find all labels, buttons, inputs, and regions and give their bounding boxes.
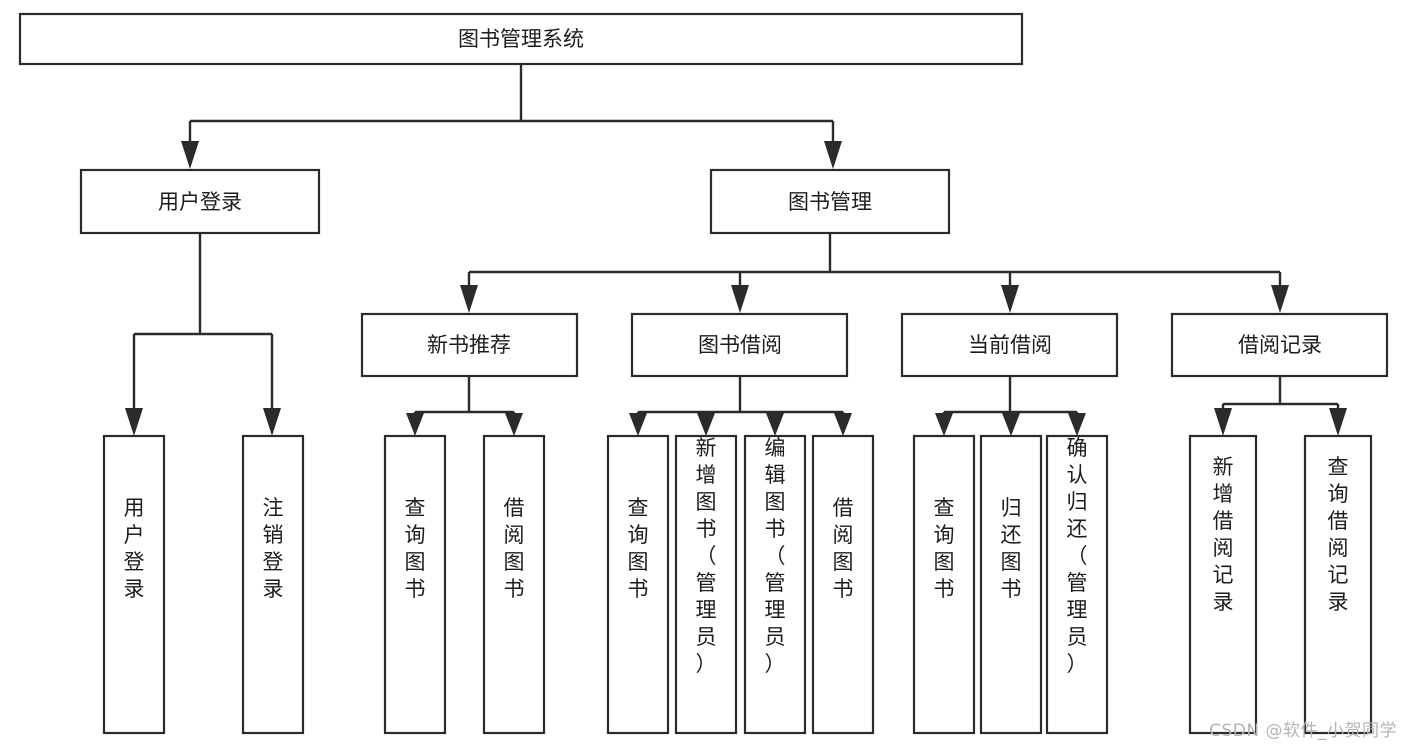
connector-book-management-to-level2 [460, 233, 1289, 313]
leaf-query-book-1-box [383, 434, 447, 735]
node-root-label: 图书管理系统 [458, 27, 584, 51]
connector-user-login-to-leaves [125, 233, 281, 436]
leaf-return-book-label: 归还图书 [1001, 496, 1022, 601]
node-current-borrow-label: 当前借阅 [968, 333, 1052, 357]
node-new-book-recommend-label: 新书推荐 [427, 333, 511, 357]
leaf-user-login-label: 用户登录 [124, 496, 145, 601]
leaf-borrow-book-1-box [482, 434, 546, 735]
leaf-query-record-label: 查询借阅记录 [1328, 455, 1349, 614]
node-current-borrow[interactable]: 当前借阅 [900, 312, 1119, 378]
node-user-login-box [79, 168, 321, 235]
leaf-borrow-book-1-label: 借阅图书 [504, 496, 525, 601]
node-current-borrow-box [900, 312, 1119, 378]
leaf-add-book-label: 新增图书（管理员） [696, 436, 717, 676]
leaf-query-book-1-label: 查询图书 [405, 496, 426, 601]
leaf-add-record-label: 新增借阅记录 [1213, 455, 1234, 614]
leaf-query-book-2-label: 查询图书 [628, 496, 649, 601]
node-borrow-record-label: 借阅记录 [1238, 333, 1322, 357]
leaf-user-login[interactable]: 用户登录 [102, 434, 166, 735]
leaf-confirm-return-label: 确认归还（管理员） [1067, 436, 1088, 676]
leaf-edit-book-box [743, 434, 807, 735]
node-book-borrow-label: 图书借阅 [698, 333, 782, 357]
leaf-confirm-return[interactable]: 确认归还（管理员） [1045, 434, 1109, 735]
connector-borrow-record-to-leaves [1214, 376, 1347, 436]
leaf-query-record[interactable]: 查询借阅记录 [1303, 434, 1373, 735]
connector-book-borrow-to-leaves [629, 376, 852, 436]
node-book-borrow[interactable]: 图书借阅 [630, 312, 849, 378]
node-root-box [18, 12, 1024, 66]
leaf-borrow-book-2-box [811, 434, 875, 735]
leaf-logout-login[interactable]: 注销登录 [241, 434, 305, 735]
leaf-borrow-book-2-label: 借阅图书 [833, 496, 854, 601]
csdn-watermark: CSDN @软件_小贺同学 [1209, 721, 1397, 741]
leaf-query-book-3-label: 查询图书 [934, 496, 955, 601]
leaf-logout-login-label: 注销登录 [263, 496, 284, 601]
leaf-user-login-box [102, 434, 166, 735]
leaf-add-book[interactable]: 新增图书（管理员） [674, 434, 738, 735]
connector-new-book-recommend-to-leaves [406, 376, 523, 436]
connector-current-borrow-to-leaves [935, 376, 1086, 436]
node-borrow-record[interactable]: 借阅记录 [1170, 312, 1389, 378]
leaf-edit-book[interactable]: 编辑图书（管理员） [743, 434, 807, 735]
connector-root-to-level1 [181, 65, 842, 169]
leaf-add-book-box [674, 434, 738, 735]
node-user-login-label: 用户登录 [158, 190, 242, 214]
leaf-confirm-return-box [1045, 434, 1109, 735]
leaf-query-book-1[interactable]: 查询图书 [383, 434, 447, 735]
node-user-login[interactable]: 用户登录 [79, 168, 321, 235]
leaf-query-book-3-box [912, 434, 976, 735]
node-new-book-recommend[interactable]: 新书推荐 [360, 312, 579, 378]
node-new-book-recommend-box [360, 312, 579, 378]
leaf-query-book-2-box [606, 434, 670, 735]
node-book-management[interactable]: 图书管理 [709, 168, 951, 235]
leaf-return-book[interactable]: 归还图书 [979, 434, 1043, 735]
leaf-query-book-2[interactable]: 查询图书 [606, 434, 670, 735]
leaf-query-book-3[interactable]: 查询图书 [912, 434, 976, 735]
node-root[interactable]: 图书管理系统 [18, 12, 1024, 66]
leaf-borrow-book-2[interactable]: 借阅图书 [811, 434, 875, 735]
leaf-edit-book-label: 编辑图书（管理员） [765, 436, 786, 676]
leaf-borrow-book-1[interactable]: 借阅图书 [482, 434, 546, 735]
leaf-query-record-box [1303, 434, 1373, 735]
leaf-add-record-box [1188, 434, 1258, 735]
node-book-management-label: 图书管理 [788, 190, 872, 214]
leaf-add-record[interactable]: 新增借阅记录 [1188, 434, 1258, 735]
leaf-logout-login-box [241, 434, 305, 735]
leaf-return-book-box [979, 434, 1043, 735]
